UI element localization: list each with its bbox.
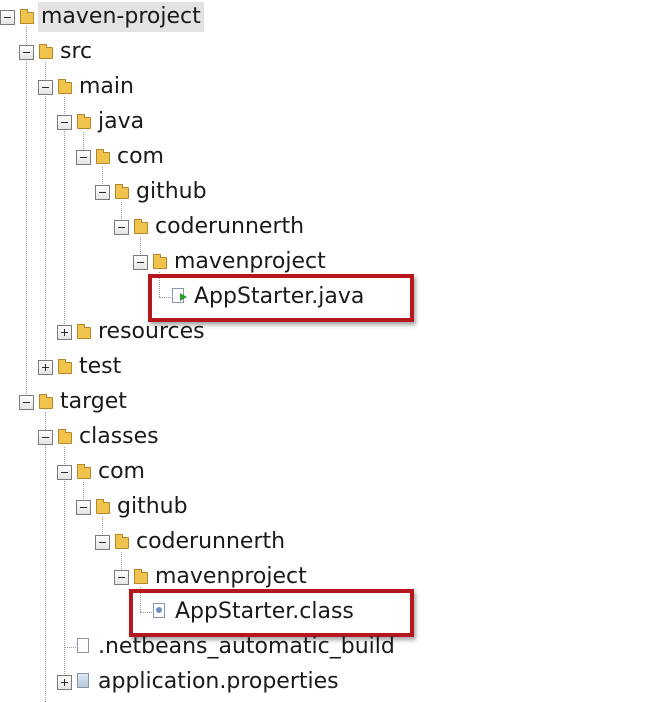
tree-node-label: .netbeans_automatic_build bbox=[98, 634, 395, 659]
folder-icon bbox=[77, 464, 91, 479]
tree-guide-line bbox=[140, 612, 152, 613]
tree-node-mavenproject[interactable]: mavenproject bbox=[171, 247, 329, 277]
tree-guide-line bbox=[140, 587, 141, 612]
folder-icon bbox=[134, 569, 148, 584]
expand-icon[interactable] bbox=[57, 675, 72, 690]
tree-node-label: com bbox=[117, 144, 164, 169]
tree-node-label: resources bbox=[98, 319, 205, 344]
tree-guide-line bbox=[121, 202, 122, 227]
tree-node-appstarter-class[interactable]: AppStarter.class bbox=[172, 597, 357, 627]
tree-node-label: main bbox=[79, 74, 134, 99]
tree-guide-line bbox=[64, 447, 65, 682]
collapse-icon[interactable] bbox=[95, 535, 110, 550]
tree-guide-line bbox=[102, 517, 103, 542]
folder-icon bbox=[58, 359, 72, 374]
collapse-icon[interactable] bbox=[38, 430, 53, 445]
folder-icon bbox=[96, 149, 110, 164]
text-file-icon bbox=[77, 638, 89, 653]
tree-node-label: maven-project bbox=[38, 2, 204, 32]
tree-node-application-properties[interactable]: application.properties bbox=[95, 667, 342, 697]
folder-icon bbox=[77, 114, 91, 129]
collapse-icon[interactable] bbox=[19, 395, 34, 410]
folder-icon bbox=[96, 499, 110, 514]
collapse-icon[interactable] bbox=[57, 465, 72, 480]
tree-node-src[interactable]: src bbox=[57, 37, 95, 67]
collapse-icon[interactable] bbox=[76, 150, 91, 165]
collapse-icon[interactable] bbox=[76, 500, 91, 515]
tree-guide-line bbox=[45, 62, 46, 367]
tree-node-label: com bbox=[98, 459, 145, 484]
folder-icon bbox=[39, 394, 53, 409]
tree-node-coderunnerth[interactable]: coderunnerth bbox=[152, 212, 307, 242]
highlight-box bbox=[148, 274, 414, 322]
tree-node-label: test bbox=[79, 354, 122, 379]
tree-node-coderunnerth[interactable]: coderunnerth bbox=[133, 527, 288, 557]
collapse-icon[interactable] bbox=[57, 115, 72, 130]
tree-guide-line bbox=[121, 552, 122, 577]
tree-node-main[interactable]: main bbox=[76, 72, 137, 102]
folder-icon bbox=[20, 9, 34, 24]
tree-node-maven-project[interactable]: maven-project bbox=[38, 2, 204, 32]
tree-node-label: classes bbox=[79, 424, 159, 449]
collapse-icon[interactable] bbox=[114, 570, 129, 585]
java-file-icon bbox=[172, 288, 187, 303]
tree-node-label: mavenproject bbox=[174, 249, 326, 274]
tree-guide-line bbox=[83, 482, 84, 507]
tree-node-label: mavenproject bbox=[155, 564, 307, 589]
tree-node-classes[interactable]: classes bbox=[76, 422, 162, 452]
folder-icon bbox=[115, 184, 129, 199]
tree-node-label: java bbox=[98, 109, 145, 134]
highlight-box bbox=[129, 589, 414, 637]
tree-node-label: target bbox=[60, 389, 127, 414]
tree-guide-line bbox=[159, 297, 171, 298]
collapse-icon[interactable] bbox=[38, 80, 53, 95]
tree-node-mavenproject[interactable]: mavenproject bbox=[152, 562, 310, 592]
collapse-icon[interactable] bbox=[114, 220, 129, 235]
tree-node-com[interactable]: com bbox=[95, 457, 148, 487]
tree-node-label: AppStarter.java bbox=[194, 284, 365, 309]
tree-guide-line bbox=[64, 97, 65, 332]
collapse-icon[interactable] bbox=[0, 10, 15, 25]
tree-node-label: coderunnerth bbox=[136, 529, 286, 554]
expand-icon[interactable] bbox=[38, 360, 53, 375]
tree-node-resources[interactable]: resources bbox=[95, 317, 208, 347]
tree-node-label: src bbox=[60, 39, 93, 64]
folder-icon bbox=[77, 324, 91, 339]
class-file-icon bbox=[153, 603, 165, 618]
tree-node-appstarter-java[interactable]: AppStarter.java bbox=[191, 282, 367, 312]
tree-node-label: github bbox=[117, 494, 188, 519]
tree-guide-line bbox=[83, 132, 84, 157]
tree-node-label: AppStarter.class bbox=[175, 599, 354, 624]
folder-icon bbox=[58, 79, 72, 94]
collapse-icon[interactable] bbox=[95, 185, 110, 200]
tree-guide-line bbox=[26, 27, 27, 402]
expand-icon[interactable] bbox=[57, 325, 72, 340]
folder-icon bbox=[134, 219, 148, 234]
tree-guide-line bbox=[45, 412, 46, 702]
tree-node-label: application.properties bbox=[98, 669, 339, 694]
folder-icon bbox=[115, 534, 129, 549]
tree-node-netbeans-automatic-build[interactable]: .netbeans_automatic_build bbox=[95, 632, 398, 662]
tree-guide-line bbox=[102, 167, 103, 192]
tree-guide-line bbox=[140, 237, 141, 262]
folder-icon bbox=[153, 254, 167, 269]
tree-node-com[interactable]: com bbox=[114, 142, 167, 172]
tree-guide-line bbox=[64, 647, 76, 648]
folder-icon bbox=[58, 429, 72, 444]
properties-file-icon bbox=[77, 673, 89, 688]
tree-guide-line bbox=[159, 272, 160, 297]
tree-node-java[interactable]: java bbox=[95, 107, 147, 137]
tree-node-github[interactable]: github bbox=[114, 492, 191, 522]
tree-node-label: github bbox=[136, 179, 207, 204]
tree-node-target[interactable]: target bbox=[57, 387, 130, 417]
collapse-icon[interactable] bbox=[133, 255, 148, 270]
collapse-icon[interactable] bbox=[19, 45, 34, 60]
tree-node-label: coderunnerth bbox=[155, 214, 305, 239]
folder-icon bbox=[39, 44, 53, 59]
tree-node-test[interactable]: test bbox=[76, 352, 124, 382]
tree-node-github[interactable]: github bbox=[133, 177, 210, 207]
